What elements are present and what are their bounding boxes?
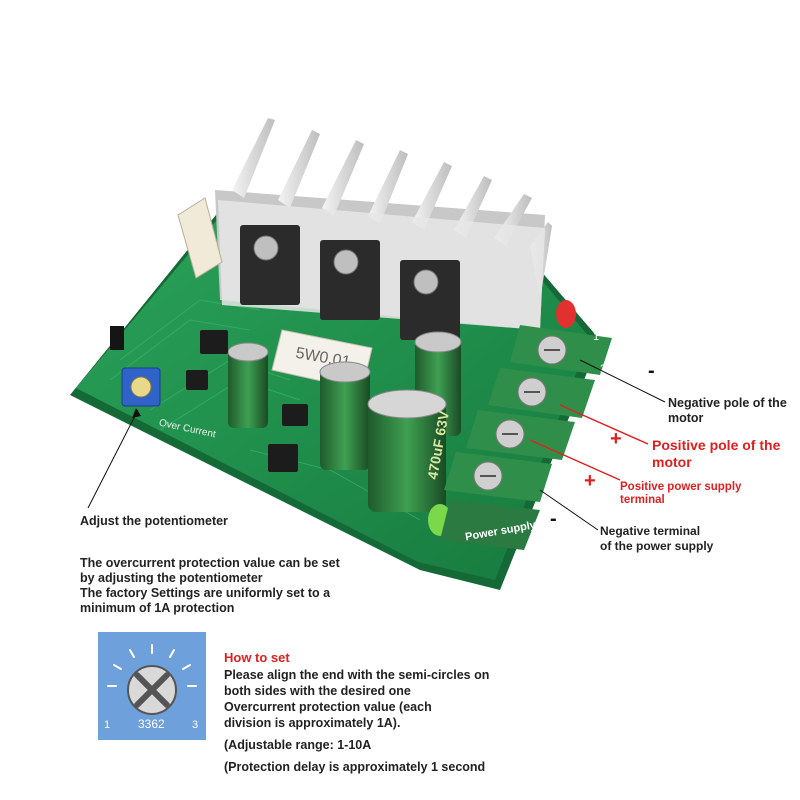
- pot-diagram: 3362 1 3: [98, 632, 206, 740]
- how-line-3: Overcurrent protection value (each: [224, 700, 432, 714]
- neg-motor-label: Negative pole of the motor: [668, 396, 787, 426]
- capacitors: 470uF 63V: [227, 331, 462, 512]
- notes-block: The overcurrent protection value can be …: [80, 556, 340, 616]
- terminal-number-2: 2: [600, 363, 606, 375]
- screw-terminals: [440, 325, 612, 550]
- neg-power-sign: -: [550, 508, 557, 530]
- pos-power-label: Positive power supply terminal: [620, 481, 741, 507]
- jumper: [110, 326, 124, 350]
- how-line-5: (Adjustable range: 1-10A: [224, 738, 372, 752]
- adjust-label: Adjust the potentiometer: [80, 514, 228, 528]
- heatsink: [215, 118, 552, 340]
- how-to-set-title: How to set: [224, 650, 290, 665]
- neg-power-line-2: of the power supply: [600, 539, 714, 553]
- neg-motor-line-2: motor: [668, 411, 704, 425]
- how-to-set: How to set Please align the end with the…: [224, 650, 489, 775]
- note-line-2: by adjusting the potentiometer: [80, 571, 263, 585]
- pos-power-sign: +: [584, 470, 596, 492]
- led-red: [556, 300, 576, 328]
- neg-motor-sign: -: [648, 360, 655, 382]
- neg-motor-line-1: Negative pole of the: [668, 396, 787, 410]
- neg-power-line-1: Negative terminal: [600, 524, 701, 538]
- leader-lines: [87, 359, 666, 531]
- pot-pin-3: 3: [192, 719, 198, 731]
- how-line-6: (Protection delay is approximately 1 sec…: [224, 760, 486, 774]
- pos-power-line-1: Positive power supply: [620, 481, 742, 493]
- how-line-2: both sides with the desired one: [224, 684, 411, 698]
- ic-chips: [186, 330, 308, 472]
- pot-model-text: 3362: [138, 717, 165, 731]
- pos-motor-sign: +: [610, 428, 622, 450]
- note-line-4: minimum of 1A protection: [80, 601, 235, 615]
- header-connector: [177, 197, 223, 279]
- pos-motor-label: Positive pole of the motor: [652, 437, 780, 471]
- pos-motor-line-1: Positive pole of the: [652, 437, 781, 453]
- how-line-4: division is approximately 1A).: [224, 716, 401, 730]
- note-line-3: The factory Settings are uniformly set t…: [80, 586, 331, 600]
- pot-pin-1: 1: [104, 719, 110, 731]
- how-line-1: Please align the end with the semi-circl…: [224, 668, 490, 682]
- terminal-number-1: 1: [593, 331, 599, 343]
- note-line-1: The overcurrent protection value can be …: [80, 556, 340, 570]
- potentiometer: [121, 367, 161, 407]
- pos-motor-line-2: motor: [652, 454, 692, 470]
- neg-power-label: Negative terminal of the power supply: [600, 524, 713, 554]
- how-to-set-text: Please align the end with the semi-circl…: [224, 667, 489, 775]
- pos-power-line-2: terminal: [620, 494, 665, 506]
